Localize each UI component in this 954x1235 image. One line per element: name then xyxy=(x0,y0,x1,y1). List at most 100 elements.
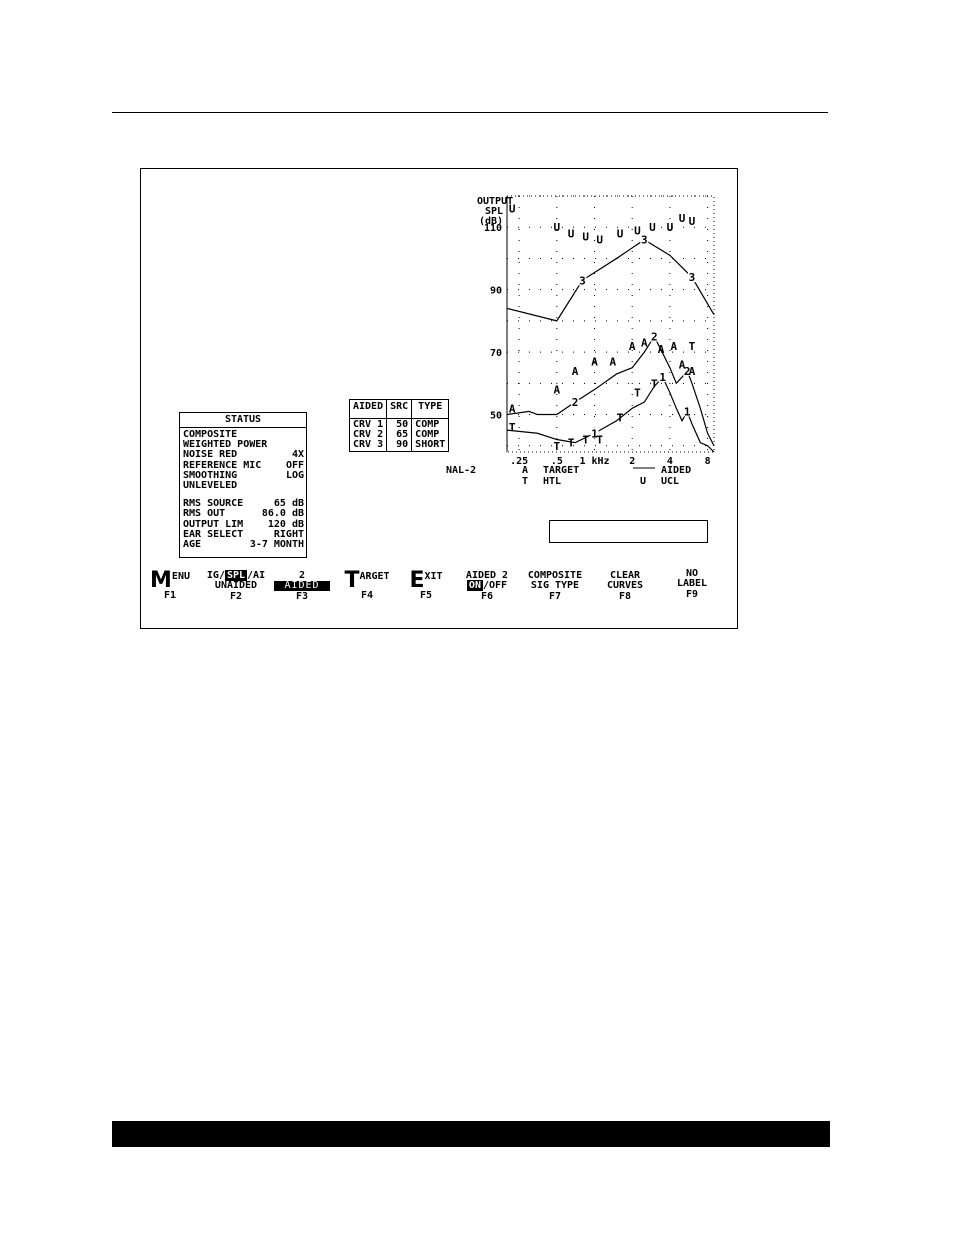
curve-label: 3 xyxy=(641,234,648,247)
y-tick-label: 50 xyxy=(490,411,502,422)
status-panel: STATUS COMPOSITE WEIGHTED POWER NOISE RE… xyxy=(179,412,307,558)
no-label-key[interactable]: NO LABEL F9 xyxy=(676,568,708,600)
curve-table: AIDED SRC TYPE CRV 1 CRV 2 CRV 3 50 65 9… xyxy=(348,399,450,452)
marker-A: A xyxy=(509,402,516,415)
marker-T: T xyxy=(582,434,589,447)
aided-2-on-off-key[interactable]: AIDED 2 ON/OFF F6 xyxy=(465,570,509,602)
legend-u: U xyxy=(640,476,646,487)
y-tick-label: 110 xyxy=(484,223,502,234)
legend-t: T xyxy=(522,476,528,487)
ylabel-line-2: (dB) xyxy=(479,216,503,227)
curve-label: 3 xyxy=(579,274,586,287)
src-column: 50 65 90 xyxy=(386,418,413,452)
curve-label-bg xyxy=(640,233,649,245)
curve-label: 1 xyxy=(684,405,691,418)
marker-A: A xyxy=(671,340,678,353)
curve-label-bg xyxy=(687,271,696,283)
curve-label: 1 xyxy=(659,371,666,384)
marker-A: A xyxy=(629,340,636,353)
header-src: SRC xyxy=(386,399,413,419)
curve-label-bg xyxy=(571,396,580,408)
curve-label: 2 xyxy=(684,365,691,378)
curve-3 xyxy=(506,238,715,322)
curve-table-body: CRV 1 CRV 2 CRV 3 50 65 90 COMP COMP SHO… xyxy=(348,418,450,452)
status-row: UNLEVELED xyxy=(183,479,238,491)
marker-U: U xyxy=(667,221,674,234)
curve-label-bg xyxy=(590,427,599,439)
marker-U: U xyxy=(554,221,561,234)
x-tick-label: .25 xyxy=(510,456,528,467)
marker-A: A xyxy=(679,359,686,372)
marker-T: T xyxy=(568,437,575,450)
marker-A: A xyxy=(591,355,598,368)
menu-key[interactable]: MENU F1 xyxy=(150,568,190,601)
legend-htl: HTL xyxy=(543,476,561,487)
marker-U: U xyxy=(568,227,575,240)
status-row: COMPOSITE xyxy=(183,429,238,440)
exit-key[interactable]: EXIT F5 xyxy=(409,568,443,601)
legend-a: A xyxy=(522,465,528,476)
marker-U: U xyxy=(509,202,516,215)
marker-T: T xyxy=(617,412,624,425)
y-tick-label: 90 xyxy=(490,286,502,297)
curve-label-bg xyxy=(683,364,692,376)
curve-label: 3 xyxy=(689,271,696,284)
clear-curves-key[interactable]: CLEAR CURVES F8 xyxy=(606,570,644,602)
marker-U: U xyxy=(617,227,624,240)
marker-T: T xyxy=(509,421,516,434)
marker-T: T xyxy=(634,387,641,400)
curve-1 xyxy=(506,375,715,453)
marker-T: T xyxy=(651,377,658,390)
x-tick-label: 2 xyxy=(629,456,635,467)
curve-label-bg xyxy=(650,330,659,342)
header-aided: AIDED xyxy=(348,399,388,419)
x-tick-label: 8 xyxy=(705,456,711,467)
header-type: TYPE xyxy=(411,399,450,419)
marker-A: A xyxy=(610,355,617,368)
target-key[interactable]: TARGET F4 xyxy=(344,568,390,601)
curve-table-header: AIDED SRC TYPE xyxy=(348,399,450,419)
curve-2 xyxy=(506,335,715,447)
marker-T: T xyxy=(554,440,561,453)
marker-A: A xyxy=(572,365,579,378)
curve-label-bg xyxy=(683,405,692,417)
y-tick-label: 70 xyxy=(490,348,502,359)
aided-column: CRV 1 CRV 2 CRV 3 xyxy=(348,418,388,452)
marker-U: U xyxy=(634,224,641,237)
marker-A: A xyxy=(689,365,696,378)
ig-spl-ai-key[interactable]: IG/SPL/AI UNAIDED F2 xyxy=(206,570,266,602)
curve-label: 2 xyxy=(651,330,658,343)
curve-label: 1 xyxy=(591,427,598,440)
legend-target: TARGET xyxy=(543,465,579,476)
marker-A: A xyxy=(554,384,561,397)
type-column: COMP COMP SHORT xyxy=(411,418,450,452)
x-tick-label: 1 kHz xyxy=(579,456,609,467)
curve-label-bg xyxy=(658,371,667,383)
curve-label: 2 xyxy=(572,396,579,409)
marker-U: U xyxy=(582,231,589,244)
marker-T: T xyxy=(689,340,696,353)
aided-2-key[interactable]: 2 AIDED F3 xyxy=(271,571,333,602)
legend-ucl: UCL xyxy=(661,476,679,487)
marker-A: A xyxy=(658,343,665,356)
page-top-rule xyxy=(112,112,828,113)
message-box xyxy=(549,520,708,543)
marker-U: U xyxy=(649,221,656,234)
ylabel-line-0: OUTPUT xyxy=(477,196,513,207)
legend-aided: AIDED xyxy=(661,465,691,476)
marker-U: U xyxy=(689,215,696,228)
ylabel-line-1: SPL xyxy=(485,206,503,217)
page-bottom-bar xyxy=(112,1121,830,1147)
marker-U: U xyxy=(679,212,686,225)
marker-T: T xyxy=(596,434,603,447)
composite-sig-type-key[interactable]: COMPOSITE SIG TYPE F7 xyxy=(527,570,583,602)
